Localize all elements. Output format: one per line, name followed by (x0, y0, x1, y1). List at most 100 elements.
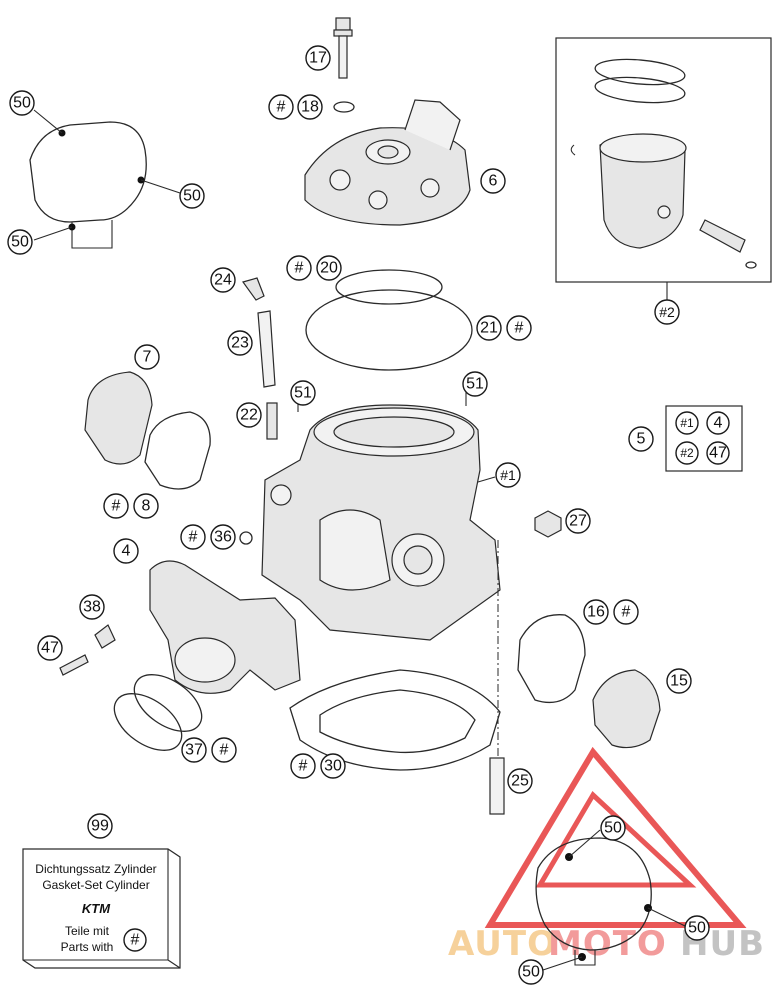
hash-37: # (211, 737, 237, 763)
exhaust-cover (592, 669, 661, 749)
callout-15-label: 15 (670, 673, 688, 690)
callout-17: 17 (305, 45, 331, 71)
hash-16: # (613, 599, 639, 625)
callout-piston: #2 (654, 299, 680, 325)
callout-4: 4 (113, 538, 139, 564)
callout-piston-label: #2 (659, 304, 675, 320)
callout-24: 24 (210, 267, 236, 293)
callout-37-label: 37 (185, 742, 203, 759)
callout-6: 6 (480, 168, 506, 194)
hash-18-label: # (277, 99, 286, 116)
callout-20: 20 (316, 255, 342, 281)
hose (257, 310, 276, 388)
callout-50-d: 50 (600, 815, 626, 841)
callout-24-label: 24 (214, 272, 232, 289)
callout-7-label: 7 (143, 349, 152, 366)
callout-50-b: 50 (179, 183, 205, 209)
callout-21: 21 (476, 315, 502, 341)
callout-38: 38 (79, 594, 105, 620)
callout-8: 8 (133, 493, 159, 519)
hash-37-label: # (220, 742, 229, 759)
ktm-logo: KTM (82, 901, 111, 916)
callout-4-label: 4 (122, 543, 131, 560)
cylinder (261, 404, 501, 641)
nut (534, 510, 562, 538)
cylinder-head (304, 99, 471, 226)
hash-18: # (268, 94, 294, 120)
gasket-set-box: Dichtungssatz Zylinder Gasket-Set Cylind… (22, 848, 181, 969)
set-ref-2-label: #2 (680, 446, 694, 460)
hash-gasket-set-label: # (131, 932, 140, 949)
callout-50-f-label: 50 (522, 964, 540, 981)
callout-18: 18 (297, 94, 323, 120)
callout-5-label: 5 (637, 431, 646, 448)
callout-30: 30 (320, 753, 346, 779)
set-ref-1: #1 (675, 411, 699, 435)
cover-seal-top (29, 109, 181, 249)
set-val-1-label: 4 (714, 415, 723, 432)
hash-16-label: # (622, 604, 631, 621)
nipple (266, 402, 278, 440)
elbow-fitting (242, 277, 265, 301)
callout-50-e-label: 50 (688, 920, 706, 937)
callout-47: 47 (37, 635, 63, 661)
callout-51-b: 51 (462, 371, 488, 397)
oring-small (335, 269, 443, 305)
oring-36 (239, 531, 253, 545)
callout-50-b-label: 50 (183, 188, 201, 205)
set-val-2-label: 47 (709, 445, 727, 462)
callout-15: 15 (666, 668, 692, 694)
callout-30-label: 30 (324, 758, 342, 775)
callout-27: 27 (565, 508, 591, 534)
watermark-auto: AUTO (448, 924, 557, 964)
callout-37: 37 (181, 737, 207, 763)
callout-51-b-label: 51 (466, 376, 484, 393)
head-bolt (333, 17, 353, 79)
cover-seal-bottom (535, 829, 686, 971)
hash-21-label: # (515, 320, 524, 337)
callout-47-label: 47 (41, 640, 59, 657)
hash-20: # (286, 255, 312, 281)
callout-36: 36 (210, 524, 236, 550)
side-cover (84, 371, 153, 465)
callout-7: 7 (134, 344, 160, 370)
hash-30: # (290, 753, 316, 779)
callout-22: 22 (236, 402, 262, 428)
set-box (665, 405, 743, 472)
callout-99-label: 99 (91, 818, 109, 835)
callout-25: 25 (507, 768, 533, 794)
callout-23: 23 (227, 330, 253, 356)
hash-21: # (506, 315, 532, 341)
hash-36-label: # (189, 529, 198, 546)
callout-25-label: 25 (511, 773, 529, 790)
set-ref-1-label: #1 (680, 416, 694, 430)
intake-gasket-b (113, 693, 183, 751)
callout-cylinder: #1 (495, 462, 521, 488)
automotohub-watermark: AUTO MOTO HUB (448, 746, 764, 964)
set-val-2: 47 (706, 441, 730, 465)
screw (59, 654, 89, 676)
callout-18-label: 18 (301, 99, 319, 116)
callout-50-c-label: 50 (11, 234, 29, 251)
intake-flange (149, 560, 301, 694)
exhaust-gasket (517, 614, 586, 704)
gasket-set-de: Dichtungssatz Zylinder (35, 862, 156, 876)
callout-50-e: 50 (684, 915, 710, 941)
callout-50-c: 50 (7, 229, 33, 255)
hash-8: # (103, 493, 129, 519)
callout-16-label: 16 (587, 604, 605, 621)
hash-30-label: # (299, 758, 308, 775)
callout-51-a: 51 (290, 380, 316, 406)
callout-27-label: 27 (569, 513, 587, 530)
callout-50-f: 50 (518, 959, 544, 985)
callout-cylinder-label: #1 (500, 467, 516, 483)
washer (333, 101, 355, 113)
callout-17-label: 17 (309, 50, 327, 67)
gasket-set-en: Gasket-Set Cylinder (42, 878, 149, 892)
hash-8-label: # (112, 498, 121, 515)
callout-36-label: 36 (214, 529, 232, 546)
callout-50-d-label: 50 (604, 820, 622, 837)
callout-50-a: 50 (9, 90, 35, 116)
oring-large (305, 289, 473, 371)
callout-50-a-label: 50 (13, 95, 31, 112)
